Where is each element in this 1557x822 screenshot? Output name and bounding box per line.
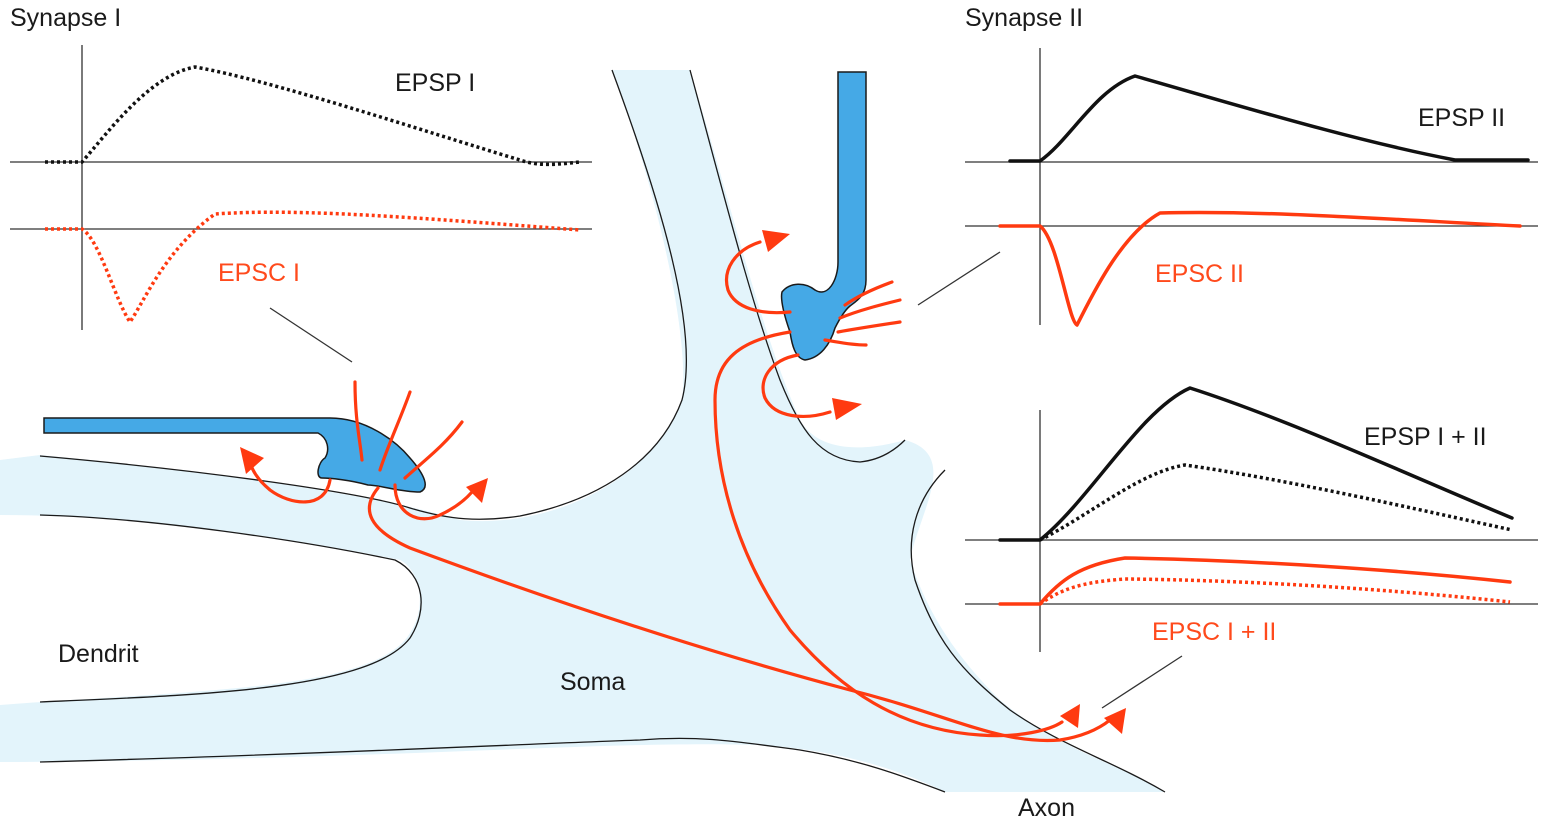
epsp-1-trace <box>45 67 580 164</box>
label-epsp-1-2: EPSP I + II <box>1364 423 1487 451</box>
epsp-dotted-trace <box>1040 465 1512 540</box>
label-epsp-1: EPSP I <box>395 69 475 97</box>
label-epsc-1-2: EPSC I + II <box>1152 618 1276 646</box>
label-epsc-2: EPSC II <box>1155 260 1244 288</box>
label-dendrit: Dendrit <box>58 640 139 668</box>
arrowhead <box>762 230 790 252</box>
epsc-1-2-trace <box>1000 558 1510 604</box>
pointer-synapse-2 <box>918 252 1000 305</box>
epsc-2-trace <box>1000 212 1520 325</box>
label-soma: Soma <box>560 668 625 696</box>
graph-synapse-2 <box>965 48 1538 325</box>
arrowhead <box>466 478 488 503</box>
current-line <box>825 340 866 345</box>
epsc-dotted-trace <box>1040 579 1510 604</box>
label-epsp-2: EPSP II <box>1418 104 1505 132</box>
current-line <box>405 422 462 478</box>
pointer-axon <box>1102 656 1182 708</box>
arrowhead <box>832 398 862 420</box>
label-epsc-1: EPSC I <box>218 259 300 287</box>
graph-synapse-1 <box>10 45 592 330</box>
title-synapse-2: Synapse II <box>965 4 1083 32</box>
current-line <box>838 322 900 332</box>
presynaptic-terminal-synapse-2 <box>782 72 866 360</box>
title-synapse-1: Synapse I <box>10 4 121 32</box>
pointer-synapse-1 <box>270 308 352 362</box>
arrowhead <box>1060 704 1080 728</box>
label-axon: Axon <box>1018 794 1075 822</box>
